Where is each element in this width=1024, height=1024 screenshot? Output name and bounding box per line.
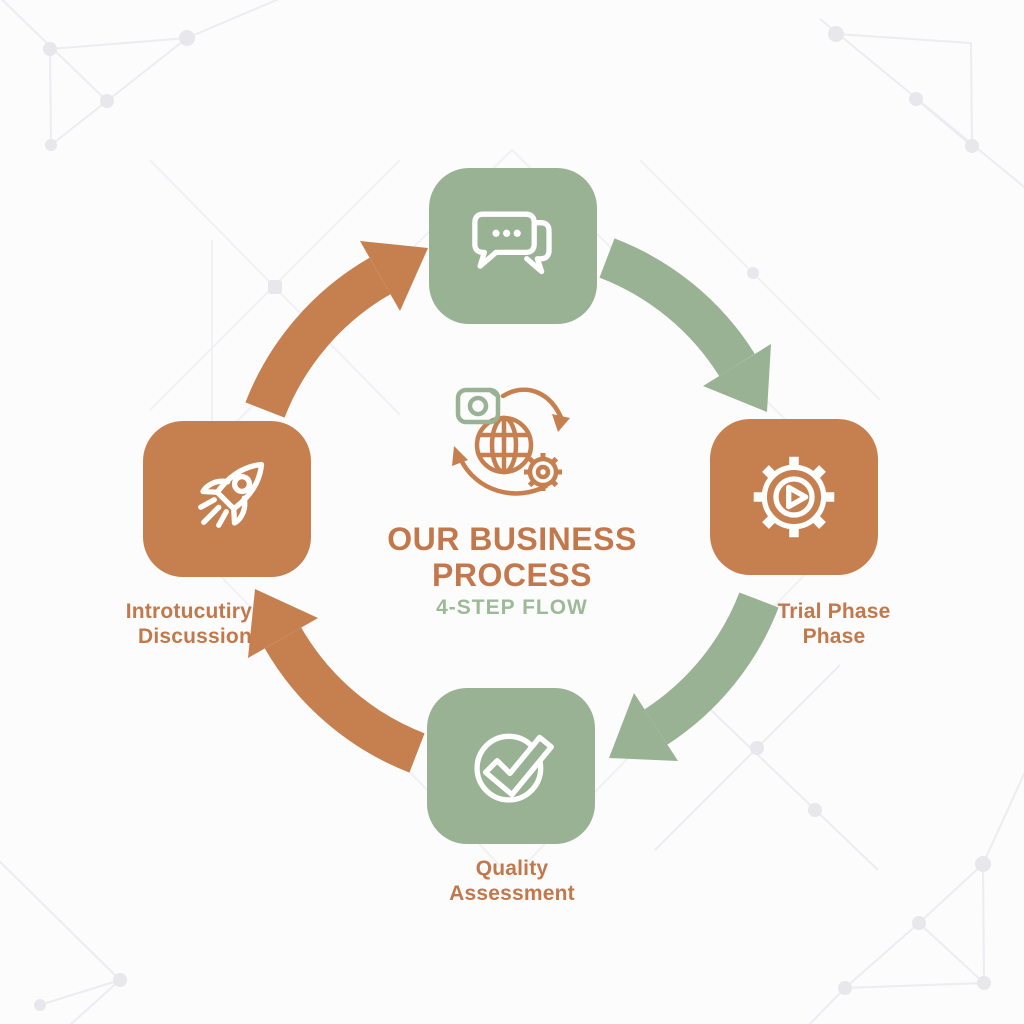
- gear-icon: [524, 453, 562, 491]
- step-card-trial-phase: [710, 419, 878, 575]
- label-quality-assessment: Quality Assessment: [402, 856, 622, 906]
- gear-play-icon: [753, 456, 835, 538]
- center-title-block: OUR BUSINESS PROCESS 4-STEP FLOW: [312, 521, 712, 620]
- check-circle-icon: [474, 733, 554, 803]
- label-line: Introtucutiry: [125, 600, 252, 623]
- arrow-top-to-right: [599, 238, 771, 412]
- label-line: Quality: [475, 857, 549, 880]
- step-card-top: [429, 168, 597, 324]
- rocket-icon: [198, 461, 265, 528]
- label-discussion: Introtucutiry Discussion: [30, 599, 252, 649]
- step-card-quality-assessment: [427, 688, 595, 844]
- arrow-left-to-top: [245, 241, 428, 418]
- center-emblem: [452, 387, 570, 496]
- label-line: Discussion: [137, 625, 252, 648]
- chat-bubbles-icon: [472, 211, 552, 275]
- globe-icon: [474, 415, 534, 475]
- label-line: Phase: [802, 625, 866, 648]
- camera-icon: [455, 387, 501, 425]
- arrow-right-to-bottom: [609, 592, 779, 761]
- label-trial-phase: Trial Phase Phase: [752, 599, 916, 649]
- subtitle: 4-STEP FLOW: [436, 596, 588, 619]
- step-card-discussion: [143, 421, 311, 577]
- title-line-1: OUR BUSINESS: [387, 521, 637, 557]
- sync-arrows-icon: [452, 387, 570, 496]
- title-line-2: PROCESS: [432, 557, 592, 593]
- label-line: Trial Phase: [777, 600, 891, 623]
- arrow-bottom-to-left: [248, 589, 425, 773]
- label-line: Assessment: [449, 882, 575, 905]
